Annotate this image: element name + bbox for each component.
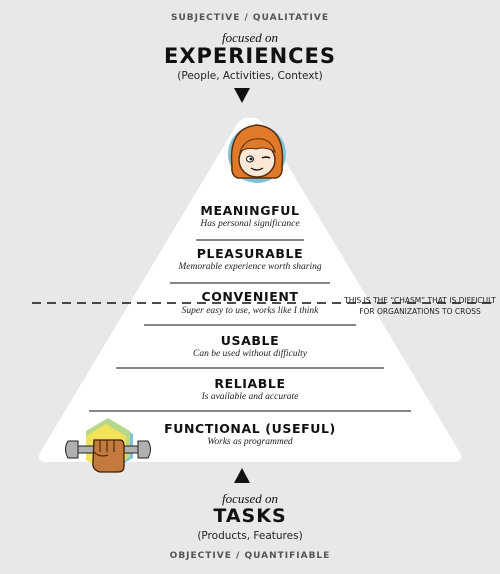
tier-functional-title: FUNCTIONAL (USEFUL) [164,421,336,436]
tier-reliable-subtitle: Is available and accurate [201,392,299,402]
tier-convenient-subtitle: Super easy to use, works like I think [181,306,319,316]
girl-face-icon [228,124,286,183]
tasks-detail: (Products, Features) [197,530,303,542]
bottom-focused-on: focused on [222,491,278,506]
tasks-heading: TASKS [213,505,287,527]
tier-pleasurable-subtitle: Memorable experience worth sharing [178,262,322,272]
tier-functional-subtitle: Works as programmed [207,437,293,447]
experiences-heading: EXPERIENCES [163,44,337,68]
pyramid-shape [38,117,462,462]
arrow-up-icon [234,468,250,483]
fist-wrench-icon [65,418,151,473]
chasm-note-line-2: FOR ORGANIZATIONS TO CROSS [359,307,481,316]
experiences-detail: (People, Activities, Context) [177,70,323,82]
bottom-axis-label: OBJECTIVE / QUANTIFIABLE [169,551,331,561]
chasm-note-line-1: THIS IS THE “CHASM” THAT IS DIFFICULT [344,296,496,305]
chasm-note: THIS IS THE “CHASM” THAT IS DIFFICULT FO… [340,295,500,317]
tier-meaningful-title: MEANINGFUL [200,203,300,218]
top-axis-label: SUBJECTIVE / QUALITATIVE [171,13,329,23]
top-focused-on: focused on [222,30,278,45]
tier-reliable-title: RELIABLE [214,376,286,391]
tier-convenient-title: CONVENIENT [201,289,299,304]
tier-pleasurable-title: PLEASURABLE [196,246,304,261]
tier-meaningful-subtitle: Has personal significance [200,219,300,229]
arrow-down-icon [234,88,250,103]
tier-usable-title: USABLE [220,333,280,348]
tier-usable-subtitle: Can be used without difficulty [193,349,307,359]
